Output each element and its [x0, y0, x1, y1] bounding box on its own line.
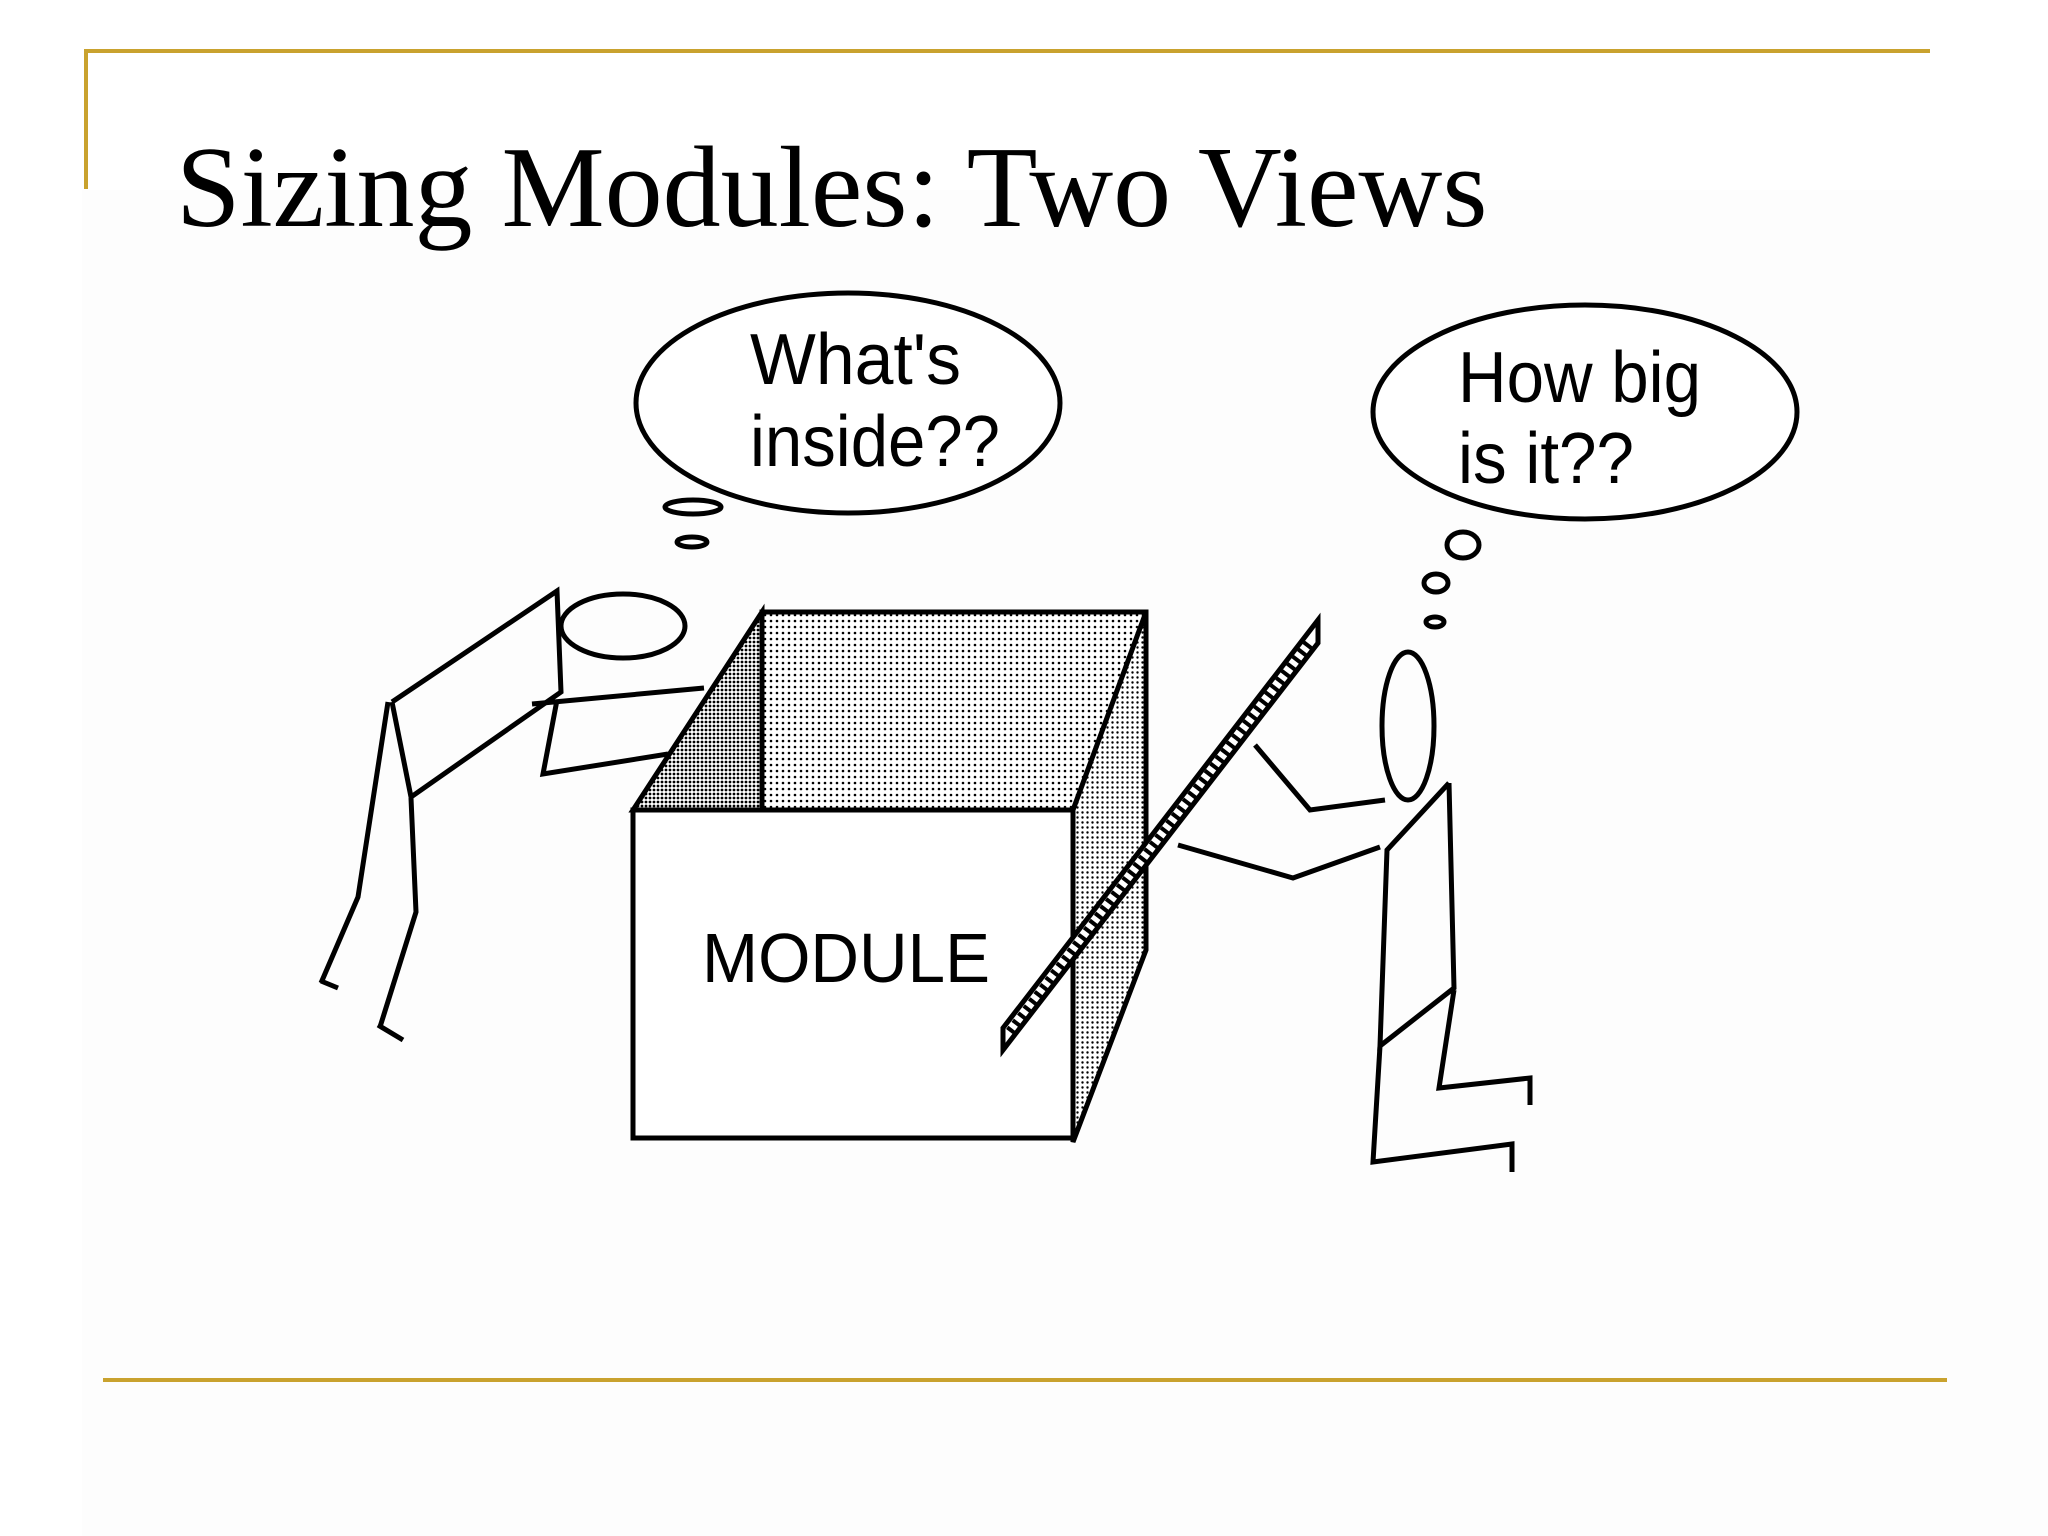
right-thought-bubble [1370, 302, 1800, 630]
left-accent-rule [84, 49, 88, 189]
right-thought-dot-medium [1421, 571, 1451, 595]
right-stick-figure [1177, 649, 1533, 1172]
left-thought-line-1: What's [750, 320, 961, 400]
left-thought-bubble [633, 290, 1063, 550]
box-right-side [1070, 611, 1149, 1143]
top-accent-rule [84, 49, 1930, 53]
left-stick-figure [318, 586, 705, 1043]
slide-title: Sizing Modules: Two Views [176, 124, 1488, 252]
measuring-ruler [1000, 612, 1321, 1058]
module-box [628, 603, 1149, 1143]
right-thought-dot-large [1444, 529, 1482, 561]
right-thought-line-2: is it?? [1458, 419, 1634, 499]
box-label: MODULE [702, 919, 990, 997]
bottom-accent-rule [103, 1378, 1947, 1382]
left-thought-line-2: inside?? [750, 402, 1000, 482]
right-thought-dot-small [1423, 614, 1447, 630]
right-figure-head [1379, 649, 1437, 803]
left-thought-cloud [633, 290, 1063, 516]
right-thought-cloud [1370, 302, 1800, 522]
box-front-face [630, 807, 1076, 1141]
left-thought-dot-small [674, 534, 710, 550]
left-thought-dot-large [662, 497, 724, 517]
right-thought-line-1: How big [1458, 338, 1701, 418]
box-left-inner-wall [628, 603, 765, 813]
left-figure-head [558, 591, 688, 661]
